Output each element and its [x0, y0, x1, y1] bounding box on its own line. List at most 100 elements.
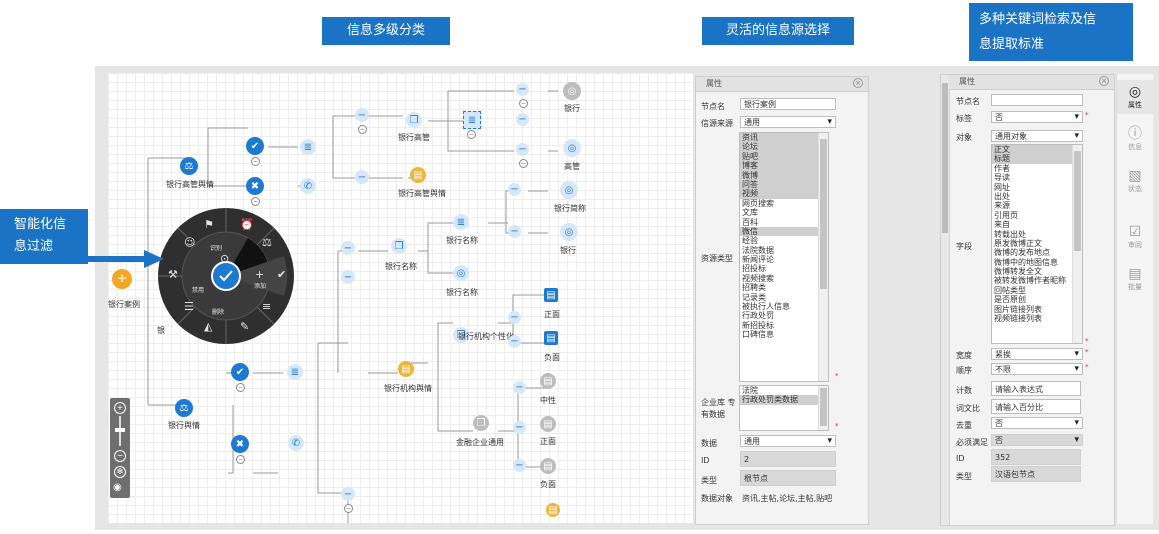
- target-icon[interactable]: ◎: [453, 265, 469, 281]
- document-grey-icon[interactable]: ▤: [540, 416, 556, 432]
- field-option[interactable]: 标题: [992, 154, 1082, 164]
- database-icon[interactable]: −: [355, 170, 369, 184]
- resource-type-option[interactable]: 口碑信息: [742, 330, 774, 340]
- field-option[interactable]: 视频链接列表: [994, 314, 1042, 324]
- enterprise-data-list[interactable]: 法院行政处罚类数据: [739, 385, 829, 431]
- database-icon[interactable]: ≣: [453, 214, 469, 230]
- database-icon[interactable]: −: [341, 241, 355, 255]
- scrollbar[interactable]: [818, 133, 828, 381]
- resource-type-option[interactable]: 网页搜索: [742, 198, 774, 208]
- scrollbar[interactable]: [818, 386, 828, 430]
- resource-type-option[interactable]: 微信: [740, 226, 828, 237]
- mindmap-canvas[interactable]: ✛ 银行案例 ⚖ 银行高管舆情 ✔ − ✖ − ≣ ✆ − − − ❐ 银行高管…: [108, 73, 693, 523]
- collapse-toggle[interactable]: −: [251, 157, 260, 166]
- field-option[interactable]: 导读: [994, 173, 1010, 183]
- close-icon[interactable]: ×: [853, 78, 863, 88]
- database-icon[interactable]: −: [508, 335, 521, 348]
- document-grey-icon[interactable]: ▤: [540, 458, 556, 474]
- collapse-toggle[interactable]: −: [358, 125, 367, 134]
- database-icon[interactable]: −: [516, 113, 529, 126]
- resource-type-option[interactable]: 新闻评论: [742, 255, 774, 265]
- field-option[interactable]: 来自: [994, 220, 1010, 230]
- resource-type-option[interactable]: 行政处罚: [742, 311, 774, 321]
- copy-icon[interactable]: ❐: [406, 112, 422, 128]
- node-name-input[interactable]: 银行案例: [740, 98, 836, 110]
- database-icon[interactable]: −: [508, 311, 521, 324]
- eye-icon[interactable]: ◉: [113, 482, 122, 493]
- zoom-in-icon[interactable]: +: [114, 402, 126, 414]
- resource-type-option[interactable]: 视频搜索: [742, 273, 774, 283]
- database-icon[interactable]: −: [516, 143, 529, 156]
- copy-icon[interactable]: ❐: [391, 238, 407, 254]
- resource-type-option[interactable]: 法院数据: [742, 245, 774, 255]
- database-icon[interactable]: −: [513, 421, 526, 434]
- ratio-input[interactable]: 请输入百分比: [991, 399, 1081, 414]
- menu-delete-label[interactable]: 删除: [212, 308, 224, 316]
- resource-type-option[interactable]: 招投标: [742, 264, 766, 274]
- document-grey-icon[interactable]: ▤: [540, 373, 556, 389]
- target-icon[interactable]: ◎: [563, 139, 581, 157]
- target-icon[interactable]: ◎: [560, 181, 578, 199]
- collapse-toggle[interactable]: −: [467, 130, 476, 139]
- field-option[interactable]: 正文: [992, 145, 1082, 155]
- node-name-input[interactable]: [991, 94, 1083, 106]
- resource-type-option[interactable]: 百科: [742, 217, 758, 227]
- zoom-slider-handle[interactable]: [115, 428, 125, 432]
- collapse-toggle[interactable]: −: [519, 99, 528, 108]
- resource-type-option[interactable]: 资讯: [740, 133, 828, 143]
- source-select[interactable]: 通用: [740, 116, 836, 128]
- database-icon-selected[interactable]: ≣: [463, 111, 481, 129]
- radial-context-menu[interactable]: ☺⚑⏰ ⚖✔≡ ✎◭☰ ⚒+⊙ 禁用 添加 删除 识别: [156, 206, 296, 346]
- collapse-toggle[interactable]: −: [236, 383, 245, 392]
- field-option[interactable]: 转载出处: [994, 229, 1026, 239]
- enterprise-data-option[interactable]: 行政处罚类数据: [740, 395, 828, 405]
- field-option[interactable]: 图片链接列表: [994, 304, 1042, 314]
- database-icon[interactable]: −: [513, 459, 526, 472]
- folder-icon[interactable]: ▤: [546, 503, 560, 517]
- resource-type-option[interactable]: 问答: [740, 179, 828, 190]
- must-select[interactable]: 否: [991, 434, 1083, 446]
- database-icon[interactable]: −: [341, 487, 355, 501]
- sidebar-button-4[interactable]: ▤批量: [1117, 262, 1153, 296]
- resource-type-option[interactable]: 新招投标: [742, 320, 774, 330]
- phone-icon[interactable]: ✆: [300, 178, 316, 194]
- field-option[interactable]: 回帖类型: [994, 285, 1026, 295]
- field-option[interactable]: 微博中的地图信息: [994, 257, 1058, 267]
- data-select[interactable]: 通用: [740, 435, 836, 447]
- check-icon[interactable]: ✔: [246, 137, 264, 155]
- field-option[interactable]: 引用页: [994, 210, 1018, 220]
- field-option[interactable]: 被转发微博作者昵称: [994, 276, 1066, 286]
- count-input[interactable]: 请输入表达式: [991, 381, 1081, 396]
- document-icon[interactable]: ▤: [544, 288, 558, 302]
- resource-type-option[interactable]: 记录类: [742, 292, 766, 302]
- resource-type-option[interactable]: 论坛: [740, 142, 828, 152]
- copy-grey-icon[interactable]: ❐: [473, 415, 489, 431]
- resource-type-option[interactable]: 贴吧: [740, 151, 828, 162]
- panel-scrollbar-left[interactable]: [941, 75, 950, 525]
- width-select[interactable]: 紧挨: [991, 348, 1083, 360]
- folder-icon[interactable]: ▤: [398, 361, 414, 377]
- database-icon[interactable]: −: [355, 108, 369, 122]
- field-list[interactable]: 正文标题作者导读网址出处来源引用页来自转载出处原发微博正文微博的发布地点微博中的…: [991, 144, 1083, 344]
- zoom-out-icon[interactable]: −: [114, 450, 126, 462]
- cross-icon[interactable]: ✖: [246, 177, 264, 195]
- sidebar-button-3[interactable]: ☑审阅: [1117, 220, 1153, 254]
- order-select[interactable]: 不限: [991, 363, 1083, 375]
- database-icon[interactable]: −: [508, 183, 521, 196]
- bank-sentiment-icon[interactable]: ⚖: [175, 399, 193, 417]
- sidebar-button-0[interactable]: ◎属性: [1117, 80, 1153, 114]
- root-node-target-icon[interactable]: ✛: [112, 269, 132, 289]
- sidebar-button-2[interactable]: ▧状态: [1117, 164, 1153, 198]
- collapse-toggle[interactable]: −: [236, 455, 245, 464]
- database-icon[interactable]: −: [516, 83, 529, 96]
- fit-view-icon[interactable]: ✻: [114, 466, 126, 478]
- field-option[interactable]: 微博转发全文: [994, 267, 1042, 277]
- menu-disable-label[interactable]: 禁用: [192, 287, 204, 294]
- field-option[interactable]: 出处: [994, 191, 1010, 201]
- resource-type-option[interactable]: 博客: [740, 161, 828, 171]
- resource-type-option[interactable]: 文库: [742, 208, 758, 218]
- collapse-toggle[interactable]: −: [251, 197, 260, 206]
- resource-type-option[interactable]: 微博: [740, 170, 828, 180]
- dedupe-select[interactable]: 否: [991, 417, 1083, 429]
